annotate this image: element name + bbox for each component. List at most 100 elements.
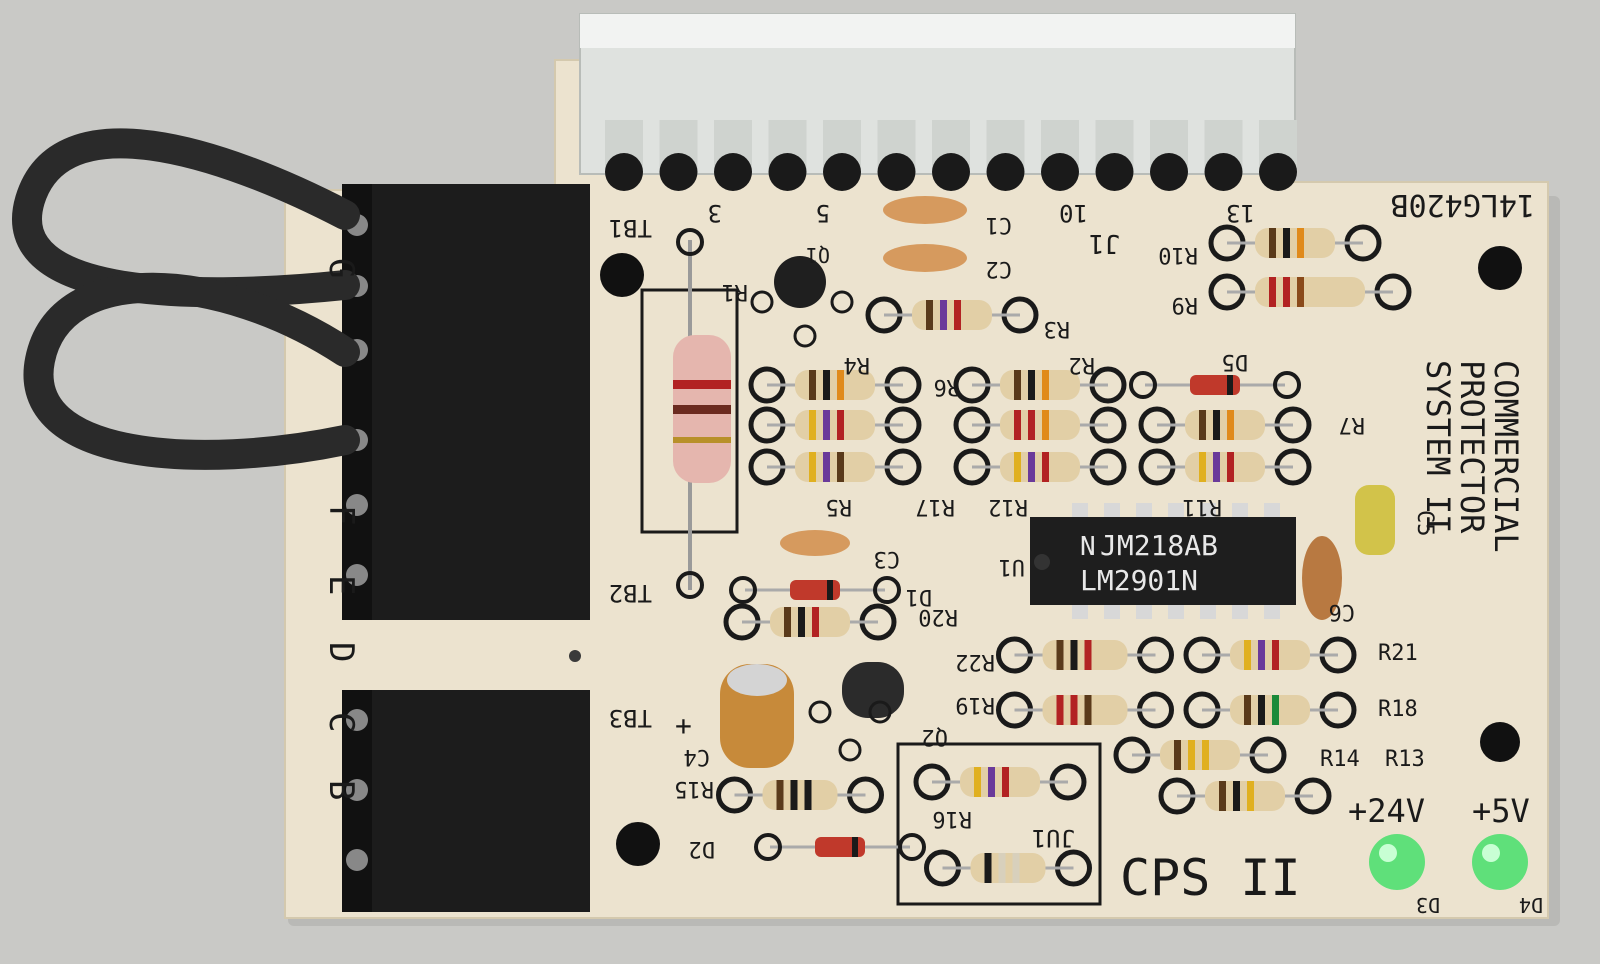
diode — [729, 576, 901, 604]
led-d4 — [1472, 834, 1528, 890]
resistor — [1138, 406, 1312, 444]
label-r4: R4 — [844, 352, 871, 377]
board-part-number: 14LG420B — [1391, 187, 1536, 222]
label-c6: C6 — [1329, 599, 1356, 624]
resistor — [1208, 224, 1382, 262]
svg-text:COMMERCIAL: COMMERCIAL — [1487, 360, 1525, 553]
svg-text:SYSTEM II: SYSTEM II — [1419, 360, 1457, 533]
transistor-q2 — [808, 662, 904, 762]
chip-pin — [1072, 503, 1088, 519]
resistor — [1138, 448, 1312, 486]
label-d4: D4 — [1519, 893, 1543, 917]
chip-pin — [1104, 503, 1120, 519]
standoff — [616, 822, 660, 866]
resistor — [996, 691, 1174, 729]
label-c3: C3 — [874, 546, 901, 571]
resistor — [748, 406, 922, 444]
chip-pin — [1168, 503, 1184, 519]
label-d2: D2 — [689, 836, 716, 861]
label-tb1: TB1 — [609, 214, 652, 242]
connector-pin — [932, 120, 970, 191]
label-r6: R6 — [934, 374, 961, 399]
chip-pin — [1264, 603, 1280, 619]
pin-3: 3 — [708, 199, 722, 227]
terminal-block-tb3 — [342, 690, 590, 912]
chip-pin — [1104, 603, 1120, 619]
resistor — [953, 366, 1127, 404]
svg-text:D: D — [321, 642, 361, 662]
resistor — [996, 636, 1174, 674]
svg-text:F: F — [321, 505, 361, 525]
connector-pin — [659, 120, 698, 191]
label-r19: R19 — [955, 692, 995, 717]
label-r9: R9 — [1172, 292, 1199, 317]
label-r2: R2 — [1069, 352, 1096, 377]
label-r18: R18 — [1378, 697, 1418, 722]
capacitor-c1 — [883, 196, 967, 224]
chip-u1: N JM218AB LM2901N — [1030, 503, 1296, 619]
resistor — [865, 296, 1039, 334]
label-r13: R13 — [1385, 747, 1425, 772]
connector-pin — [1259, 120, 1297, 191]
svg-text:G: G — [321, 258, 361, 278]
resistor — [953, 406, 1127, 444]
diode — [1129, 371, 1301, 399]
chip-line1: JM218AB — [1100, 529, 1218, 562]
label-r16: R16 — [932, 806, 972, 831]
edge-letters: G F E D C B — [321, 258, 361, 800]
label-r14: R14 — [1320, 747, 1360, 772]
product-name: COMMERCIAL PROTECTOR SYSTEM II — [1419, 360, 1525, 553]
resistor — [924, 849, 1092, 887]
resistor — [1113, 736, 1287, 774]
label-r3: R3 — [1044, 316, 1071, 341]
standoff — [1480, 722, 1520, 762]
pin-5: 5 — [816, 199, 830, 227]
capacitor-c2 — [883, 244, 967, 272]
connector-pin — [605, 120, 643, 191]
label-r17: R17 — [915, 494, 955, 519]
resistor — [1183, 691, 1357, 729]
label-c2: C2 — [986, 256, 1013, 281]
connector-pin — [768, 120, 807, 191]
label-c4-plus: + — [675, 709, 692, 742]
chip-pin — [1264, 503, 1280, 519]
resistor — [748, 366, 922, 404]
chip-pin — [1136, 603, 1152, 619]
label-d1: D1 — [906, 584, 933, 609]
label-r15: R15 — [674, 776, 714, 801]
resistor — [716, 776, 884, 814]
label-r22: R22 — [955, 649, 995, 674]
chip-pin — [1200, 503, 1216, 519]
terminal-block-tb1 — [342, 184, 590, 402]
connector-pin — [714, 120, 752, 191]
label-c4: C4 — [684, 744, 711, 769]
led-d3 — [1369, 834, 1425, 890]
terminal-block-tb2 — [342, 402, 590, 620]
chip-pin — [1232, 503, 1248, 519]
connector-pin — [1204, 120, 1243, 191]
resistor — [953, 448, 1127, 486]
label-24v: +24V — [1348, 792, 1425, 830]
ju1-outline — [896, 742, 1102, 906]
label-r20: R20 — [918, 604, 958, 629]
transistor-q1 — [750, 256, 854, 348]
resistor — [723, 603, 897, 641]
resistor — [1158, 777, 1332, 815]
pin-13: 13 — [1226, 199, 1255, 227]
connector-pin — [877, 120, 916, 191]
model-label: CPS II — [1120, 849, 1301, 907]
label-q2: Q2 — [922, 724, 949, 749]
j1-edge-connector — [579, 13, 1297, 191]
capacitor-c5 — [1355, 485, 1395, 555]
capacitor-c3 — [780, 530, 850, 556]
label-r11: R11 — [1182, 494, 1222, 519]
resistor — [1183, 636, 1357, 674]
label-r5: R5 — [826, 494, 853, 519]
chip-pin — [1136, 503, 1152, 519]
label-5v: +5V — [1472, 792, 1530, 830]
connector-pin — [1150, 120, 1188, 191]
chip-pin — [1168, 603, 1184, 619]
connector-pin — [1041, 120, 1079, 191]
label-c1: C1 — [986, 212, 1013, 237]
